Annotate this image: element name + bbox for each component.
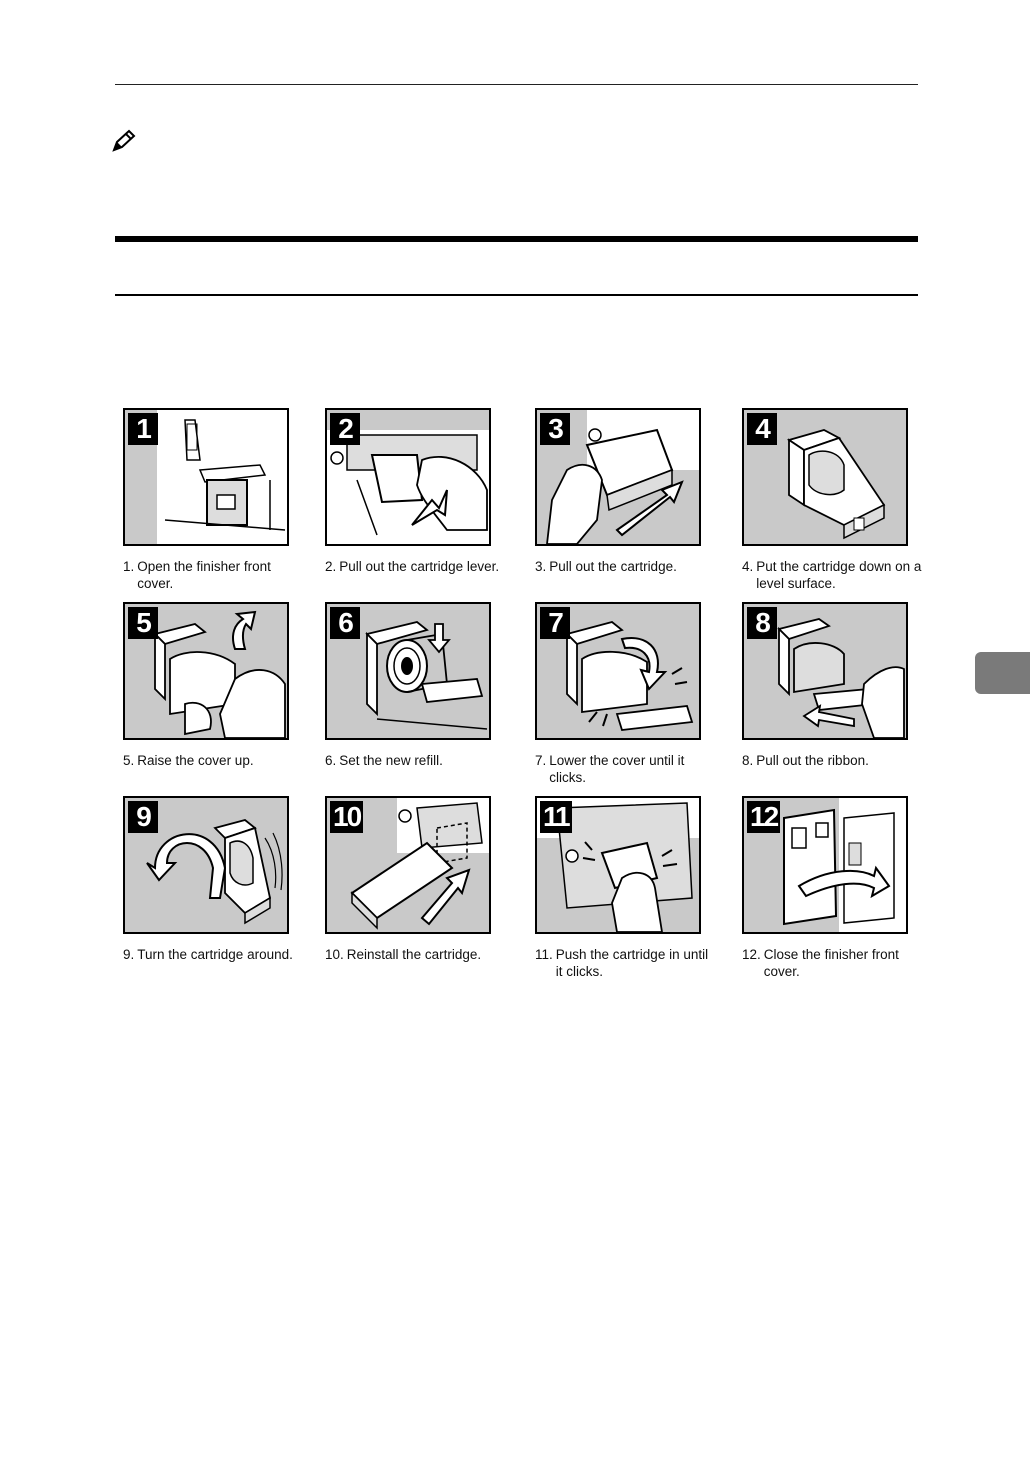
step-5: 5 5. Raise the cover up. (123, 602, 303, 769)
step-illustration: 4 (742, 408, 908, 546)
pencil-note-icon (112, 129, 136, 152)
step-number-badge: 8 (747, 607, 777, 639)
step-illustration: 3 (535, 408, 701, 546)
step-8: 8 8. Pull out the ribbon. (742, 602, 922, 769)
step-caption: 3. Pull out the cartridge. (535, 559, 677, 574)
step-10: 10 10. Reinstall the cartridge. (325, 796, 505, 963)
step-illustration: 9 (123, 796, 289, 934)
step-caption: 9. Turn the cartridge around. (123, 947, 293, 962)
step-illustration: 7 (535, 602, 701, 740)
pull-lever-illustration (327, 430, 489, 544)
step-illustration: 12 (742, 796, 908, 934)
step-illustration: 6 (325, 602, 491, 740)
step-number-badge: 5 (128, 607, 158, 639)
step-caption: 11. Push the cartridge in until it click… (535, 947, 709, 979)
step-number-badge: 4 (747, 413, 777, 445)
step-illustration: 10 (325, 796, 491, 934)
step-caption: 2. Pull out the cartridge lever. (325, 559, 500, 574)
step-number-badge: 6 (330, 607, 360, 639)
step-9: 9 9. Turn the cartridge around. (123, 796, 303, 963)
step-1: 1 1. Open the finisher front cover. (123, 408, 303, 592)
step-illustration: 11 (535, 796, 701, 934)
cartridge-on-surface-illustration (786, 429, 886, 540)
chapter-thumb-tab (975, 652, 1030, 694)
step-caption: 7. Lower the cover until it clicks. (535, 753, 685, 785)
step-caption: 1. Open the finisher front cover. (123, 559, 271, 591)
step-caption: 5. Raise the cover up. (123, 753, 254, 768)
set-refill-illustration (365, 621, 488, 730)
step-caption: 4. Put the cartridge down on a level sur… (742, 559, 922, 591)
step-illustration: 5 (123, 602, 289, 740)
step-number-badge: 1 (128, 413, 158, 445)
section-top-rule (115, 236, 918, 242)
step-number-badge: 7 (540, 607, 570, 639)
step-number-badge: 3 (540, 413, 570, 445)
raise-cover-illustration (153, 610, 286, 738)
step-caption: 6. Set the new refill. (325, 753, 443, 768)
step-illustration: 8 (742, 602, 908, 740)
pull-ribbon-illustration (777, 618, 905, 738)
step-caption: 10. Reinstall the cartridge. (325, 947, 482, 962)
open-cover-illustration (157, 410, 287, 544)
step-number-badge: 2 (330, 413, 360, 445)
step-number-badge: 11 (540, 801, 572, 833)
pull-cartridge-illustration (546, 410, 699, 544)
step-number-badge: 10 (330, 801, 364, 833)
step-11: 11 11. Push the cartridge in until it cl… (535, 796, 715, 980)
close-cover-illustration (783, 798, 906, 932)
header-rule (115, 84, 918, 85)
step-caption: 12. Close the finisher front cover. (742, 947, 899, 979)
step-7: 7 7. Lower the cover until it clicks. (535, 602, 715, 786)
push-cartridge-illustration (537, 798, 699, 932)
turn-cartridge-illustration (146, 819, 283, 925)
reinstall-cartridge-illustration (350, 798, 489, 930)
step-6: 6 6. Set the new refill. (325, 602, 505, 769)
step-4: 4 4. Put the cartridge down on a level s… (742, 408, 922, 592)
step-12: 12 12. Close the finisher front cover. (742, 796, 922, 980)
lower-cover-illustration (565, 621, 694, 731)
section-bottom-rule (115, 294, 918, 296)
step-illustration: 1 (123, 408, 289, 546)
step-illustration: 2 (325, 408, 491, 546)
step-2: 2 2. Pull out the cartridge lever. (325, 408, 505, 575)
step-number-badge: 9 (128, 801, 158, 833)
step-number-badge: 12 (747, 801, 781, 833)
step-3: 3 3. Pull out the cartridge. (535, 408, 715, 575)
step-caption: 8. Pull out the ribbon. (742, 753, 869, 768)
